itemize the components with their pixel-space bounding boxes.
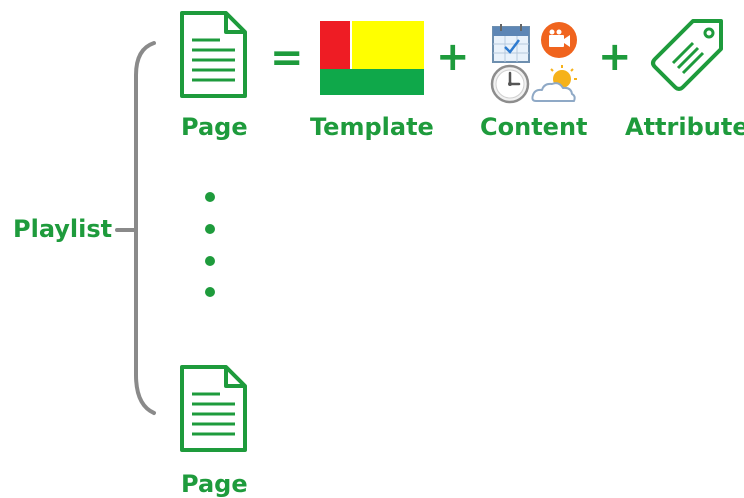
template-label: Template — [310, 113, 434, 141]
equals-sign: = — [270, 35, 304, 81]
page-label-bottom: Page — [181, 470, 248, 498]
document-icon — [180, 11, 247, 98]
weather-icon — [531, 65, 577, 102]
ellipsis-dot-4 — [205, 287, 215, 297]
ellipsis-dot-3 — [205, 256, 215, 266]
page-label-top: Page — [181, 113, 248, 141]
clock-icon — [490, 64, 530, 104]
document-icon — [180, 365, 247, 452]
ellipsis-dot-2 — [205, 224, 215, 234]
plus-sign-1: + — [436, 34, 470, 80]
playlist-bracket — [115, 41, 156, 415]
attribute-label: Attribute — [625, 113, 744, 141]
ellipsis-dot-1 — [205, 192, 215, 202]
video-icon — [541, 22, 577, 58]
playlist-label: Playlist — [13, 215, 113, 243]
layout-template-icon — [320, 21, 424, 95]
plus-sign-2: + — [598, 34, 632, 80]
content-label: Content — [480, 113, 588, 141]
tag-icon — [651, 19, 723, 91]
calendar-icon — [492, 24, 530, 63]
